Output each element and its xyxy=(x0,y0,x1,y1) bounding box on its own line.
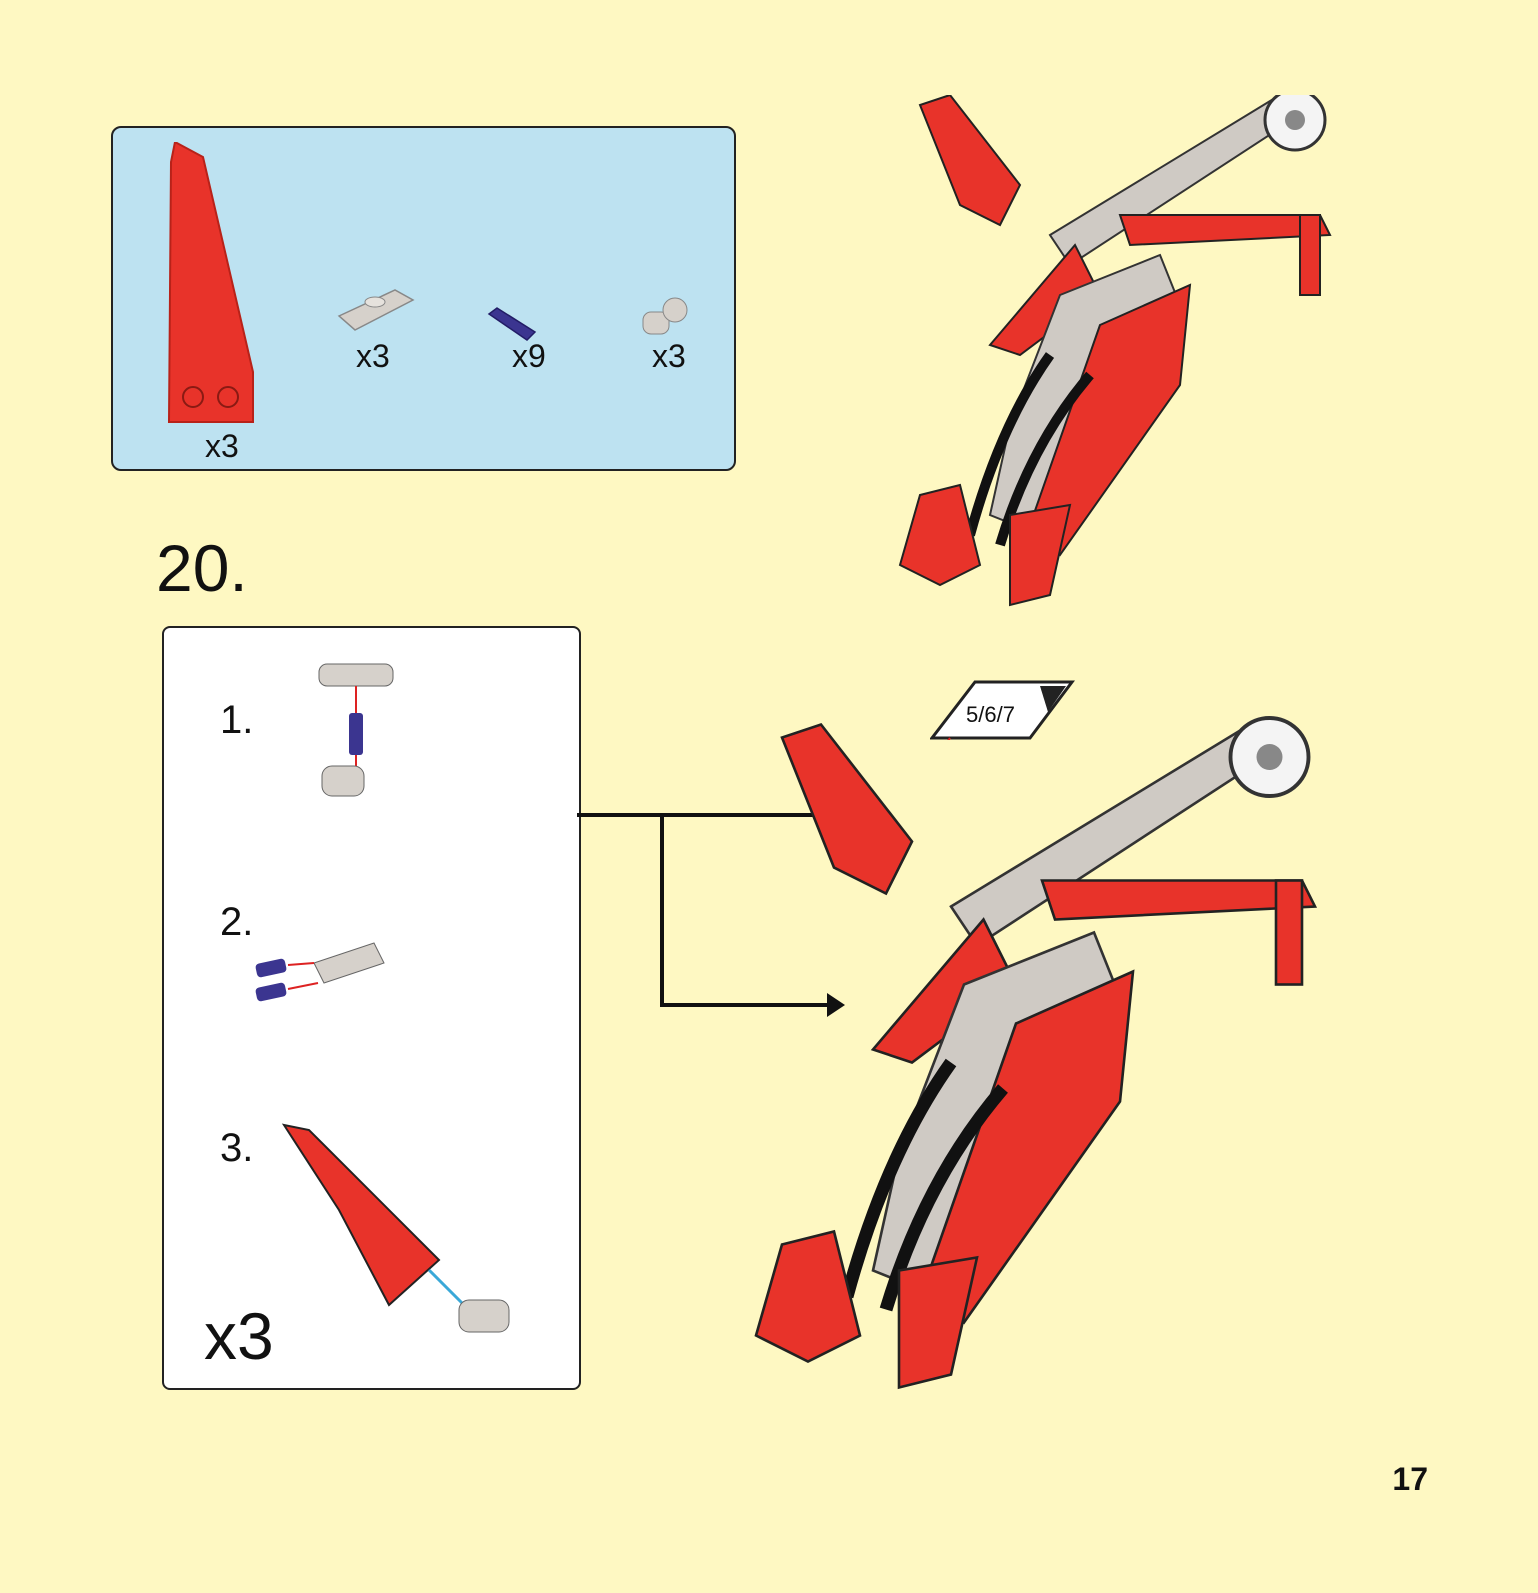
substep-1-illustration xyxy=(318,663,394,797)
parts-list-box: x3 x3 x9 x3 xyxy=(111,126,736,471)
step-number: 20. xyxy=(156,531,248,605)
substep-label: 3. xyxy=(220,1126,254,1170)
substep-label: 2. xyxy=(220,900,254,944)
red-wing-panel-part xyxy=(167,142,254,423)
part-quantity: x3 xyxy=(205,428,239,464)
substep-2-illustration xyxy=(255,942,385,1002)
sub-assembly-box: 1. 2. 3. x3 xyxy=(162,626,581,1390)
part-quantity: x3 xyxy=(356,338,390,374)
repeat-multiplier: x3 xyxy=(204,1299,274,1373)
model-after-illustration xyxy=(730,705,1350,1395)
blue-pin-part xyxy=(487,307,537,341)
model-before-illustration xyxy=(890,95,1370,615)
substep-label: 1. xyxy=(220,698,254,742)
part-quantity: x3 xyxy=(652,338,686,374)
substep-3-illustration xyxy=(281,1123,510,1333)
arrow-head-icon xyxy=(827,993,845,1017)
reference-callout: 5/6/7 xyxy=(930,680,1080,740)
gray-pin-joiner-part xyxy=(642,297,688,335)
part-quantity: x9 xyxy=(512,338,546,374)
page-number: 17 xyxy=(1392,1461,1428,1497)
gray-axle-connector-part xyxy=(337,289,415,331)
reference-callout-text: 5/6/7 xyxy=(966,702,1015,727)
